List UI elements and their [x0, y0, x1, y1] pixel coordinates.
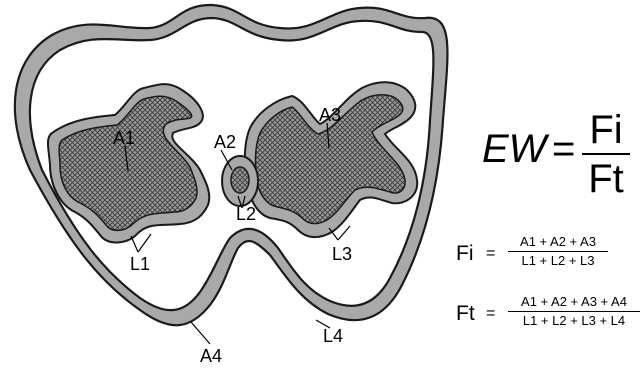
label-a4: A4: [200, 346, 222, 366]
fi-fraction-bar: [508, 251, 608, 252]
label-a2: A2: [214, 132, 236, 152]
ft-equation: Ft = A1 + A2 + A3 + A4 L1 + L2 + L3 + L4: [456, 294, 642, 334]
ft-symbol: Ft: [456, 303, 475, 324]
label-a3: A3: [319, 105, 341, 125]
ew-fraction-bar: [582, 153, 630, 155]
label-l4: L4: [323, 326, 343, 346]
fi-denominator: L1 + L2 + L3: [508, 253, 608, 269]
ft-equals-sign: =: [486, 306, 495, 322]
ew-fraction: Fi Ft: [582, 108, 630, 201]
fi-numerator: A1 + A2 + A3: [508, 234, 608, 250]
center-oval-fill: [231, 167, 249, 193]
label-l1: L1: [130, 254, 150, 274]
ew-equation: EW = Fi Ft: [482, 108, 642, 208]
fi-equation: Fi = A1 + A2 + A3 L1 + L2 + L3: [456, 234, 636, 274]
fi-equals-sign: =: [486, 246, 495, 262]
ft-fraction-bar: [508, 311, 640, 312]
ew-symbol: EW: [482, 129, 546, 169]
label-l3: L3: [332, 244, 352, 264]
label-l2: L2: [236, 204, 256, 224]
fi-symbol: Fi: [456, 243, 474, 264]
label-a1: A1: [113, 128, 135, 148]
ew-denominator: Ft: [582, 157, 630, 201]
fi-fraction: A1 + A2 + A3 L1 + L2 + L3: [508, 234, 608, 269]
ft-denominator: L1 + L2 + L3 + L4: [508, 313, 640, 329]
ft-fraction: A1 + A2 + A3 + A4 L1 + L2 + L3 + L4: [508, 294, 640, 329]
ew-numerator: Fi: [582, 108, 630, 152]
ft-numerator: A1 + A2 + A3 + A4: [508, 294, 640, 310]
ew-equals-sign: =: [552, 129, 575, 169]
